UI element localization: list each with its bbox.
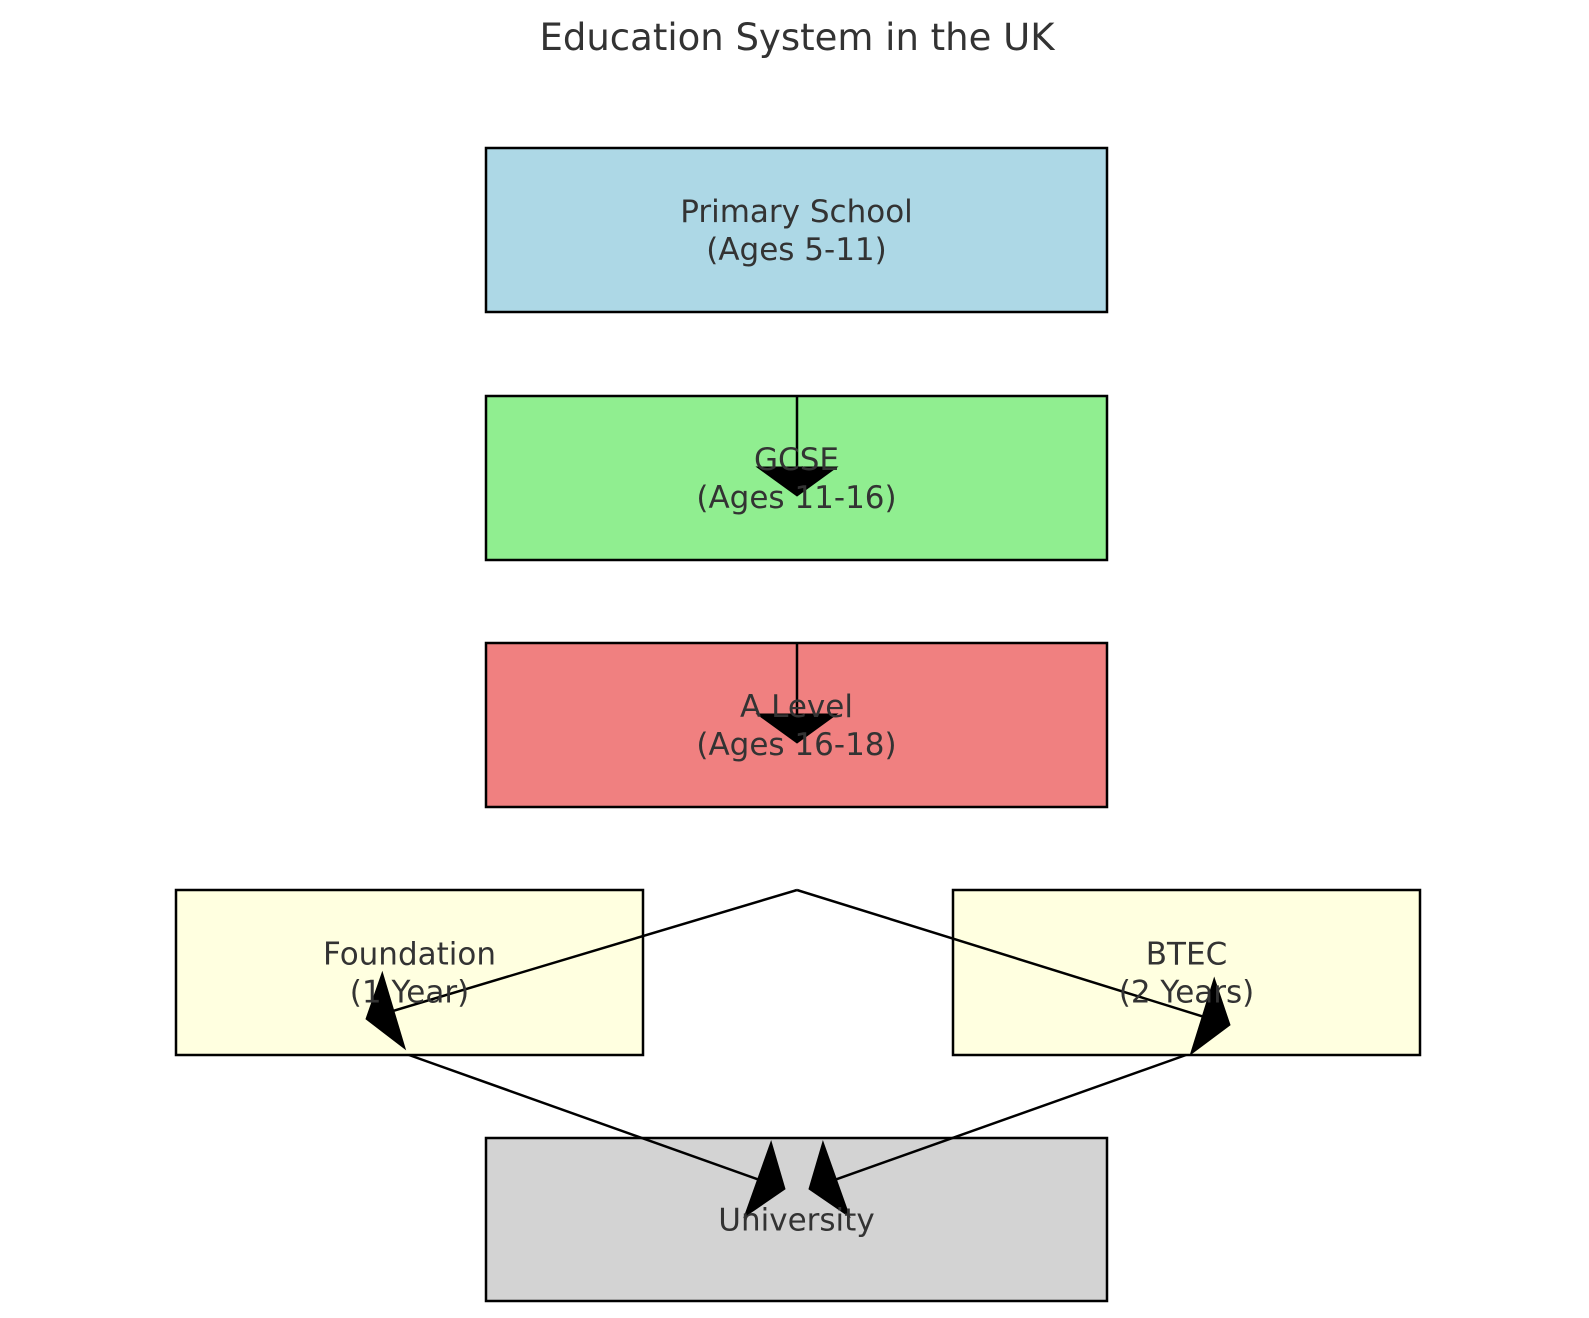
arrowhead-foundation-to-university xyxy=(743,1139,786,1219)
node-box-primary xyxy=(484,146,1109,314)
diagram-title: Education System in the UK xyxy=(539,16,1056,59)
labels-layer: Primary School(Ages 5-11) GCSE(Ages 11-16… xyxy=(323,194,1254,1239)
node-label-university-line-1: University xyxy=(718,1203,874,1239)
node-label-gcse-line-1: GCSE xyxy=(754,442,839,478)
node-box-university xyxy=(484,1136,1109,1303)
edge-line-foundation-to-university xyxy=(408,1053,776,1187)
arrowhead-gcse-to-alevel xyxy=(755,713,839,744)
node-label-btec-line-1: BTEC xyxy=(1146,937,1227,973)
node-label-alevel-line-1: A Level xyxy=(740,689,853,725)
node-label-gcse-line-2: (Ages 11-16) xyxy=(696,480,896,516)
edge-line-alevel-to-foundation xyxy=(375,888,798,1018)
arrowhead-alevel-to-btec xyxy=(1189,976,1231,1056)
arrowhead-primary-to-gcse xyxy=(755,466,839,497)
arrowhead-alevel-to-foundation xyxy=(365,970,407,1051)
node-box-btec xyxy=(951,888,1422,1057)
node-label-alevel-line-2: (Ages 16-18) xyxy=(696,727,896,763)
node-label-primary-line-1: Primary School xyxy=(680,194,913,230)
edge-line-alevel-to-btec xyxy=(796,888,1221,1024)
node-label-primary-line-2: (Ages 5-11) xyxy=(706,232,887,268)
arrowhead-btec-to-university xyxy=(808,1139,851,1219)
edges-layer xyxy=(365,395,1231,1219)
node-label-foundation-line-2: (1 Year) xyxy=(350,975,469,1011)
node-label-btec-line-2: (2 Years) xyxy=(1119,975,1255,1011)
node-box-foundation xyxy=(174,888,645,1057)
node-label-foundation-line-1: Foundation xyxy=(323,937,496,973)
edge-line-btec-to-university xyxy=(818,1053,1187,1187)
